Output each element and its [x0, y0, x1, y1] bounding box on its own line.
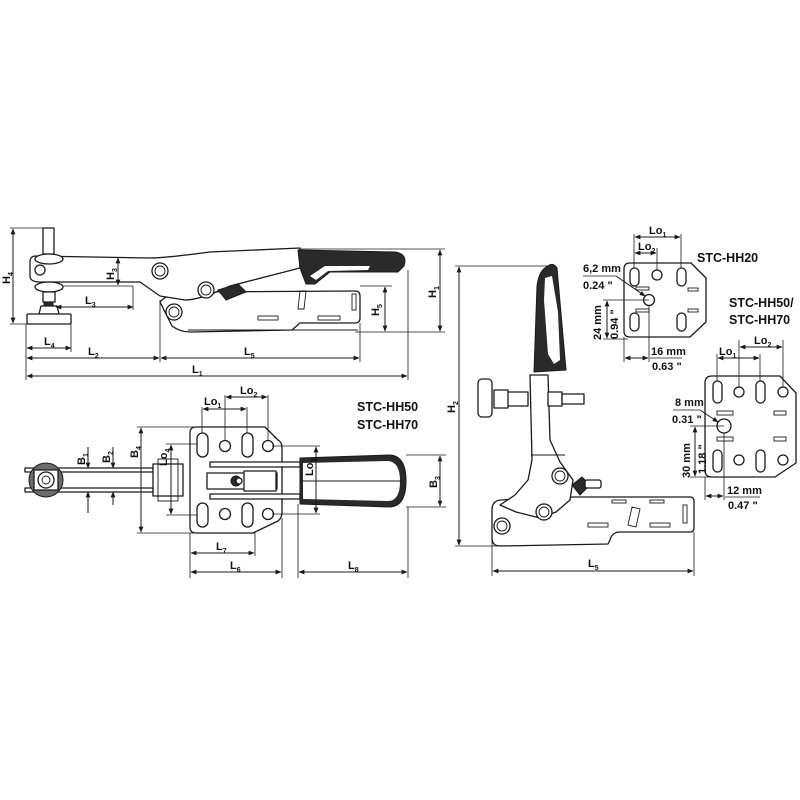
dim-H4: H4	[1, 272, 15, 284]
dim-L8: L8	[348, 560, 359, 574]
plate-hh20-horizontal-mm: 16 mm	[651, 346, 686, 358]
plate-hh50-70: STC-HH50/ STC-HH70 Lo1 Lo2 8 mm 0.31 "	[672, 296, 797, 512]
plate-hh50-outline	[704, 375, 797, 478]
dim-L7: L7	[216, 541, 227, 555]
dim-H1: H1	[427, 286, 441, 298]
plate-hh50-hole-in: 0.31 "	[672, 414, 702, 426]
plate-hh50-dim-Lo1: Lo1	[719, 346, 736, 360]
dim-H5: H5	[370, 304, 384, 316]
dim-L3: L3	[85, 295, 96, 309]
plate-hh50-vertical-in: 1.18 "	[697, 444, 709, 474]
plate-hh20-vertical-mm: 24 mm	[592, 305, 604, 340]
top-view-model-1: STC-HH50	[357, 400, 418, 414]
plate-hh20-model: STC-HH20	[697, 251, 758, 265]
top-view-model-2: STC-HH70	[357, 418, 418, 432]
dim-L2: L2	[88, 346, 99, 360]
dim-L4: L4	[44, 336, 55, 350]
dim-B3: B3	[428, 476, 442, 488]
dim-B1: B1	[76, 453, 90, 465]
plate-hh50-horizontal-mm: 12 mm	[727, 485, 762, 497]
dim-H3: H3	[105, 268, 119, 280]
plate-hh20-vertical-in: 0.94 "	[609, 309, 621, 339]
dim-L1: L1	[192, 364, 203, 378]
dim-B2: B2	[101, 451, 115, 463]
dim-L5: L5	[244, 346, 255, 360]
open-spindle-pad	[477, 378, 493, 418]
dim-B4: B4	[129, 446, 143, 458]
plate-hh20-horizontal-in: 0.63 "	[652, 361, 682, 373]
side-spindle-top	[42, 227, 55, 255]
top-dim-Lo2: Lo2	[240, 385, 257, 399]
plate-hh20-hole-in: 0.24 "	[583, 280, 613, 292]
plate-hh50-model-1: STC-HH50/	[729, 296, 794, 310]
plate-hh20-dim-Lo2: Lo2	[638, 241, 655, 255]
top-view: STC-HH50 STC-HH70	[24, 385, 446, 578]
side-view: H4 H3 L3 L4 L2 L5 L1 H5 H1	[1, 227, 445, 380]
dim-L6: L6	[230, 560, 241, 574]
open-view: H2 L5	[446, 263, 695, 576]
plate-hh50-horizontal-in: 0.47 "	[728, 500, 758, 512]
plate-hh20-hole-mm: 6,2 mm	[583, 263, 621, 275]
side-spring-link	[217, 283, 247, 301]
plate-hh50-vertical-mm: 30 mm	[681, 443, 693, 478]
dim-Lo4: Lo4	[158, 449, 172, 466]
plate-hh50-model-2: STC-HH70	[729, 313, 790, 327]
top-dim-Lo1: Lo1	[204, 396, 221, 410]
plate-hh50-hole-mm: 8 mm	[675, 397, 704, 409]
open-dim-L5: L5	[588, 558, 599, 572]
plate-hh20-dim-Lo1: Lo1	[649, 225, 666, 239]
plate-hh20: STC-HH20 Lo1 Lo2 6,2 mm 0.24 " 24 mm 0.9…	[583, 225, 758, 373]
dim-Lo3: Lo3	[304, 459, 318, 476]
dim-H2: H2	[446, 401, 460, 413]
side-spindle-pad	[26, 313, 72, 325]
plate-hh50-dim-Lo2: Lo2	[754, 335, 771, 349]
